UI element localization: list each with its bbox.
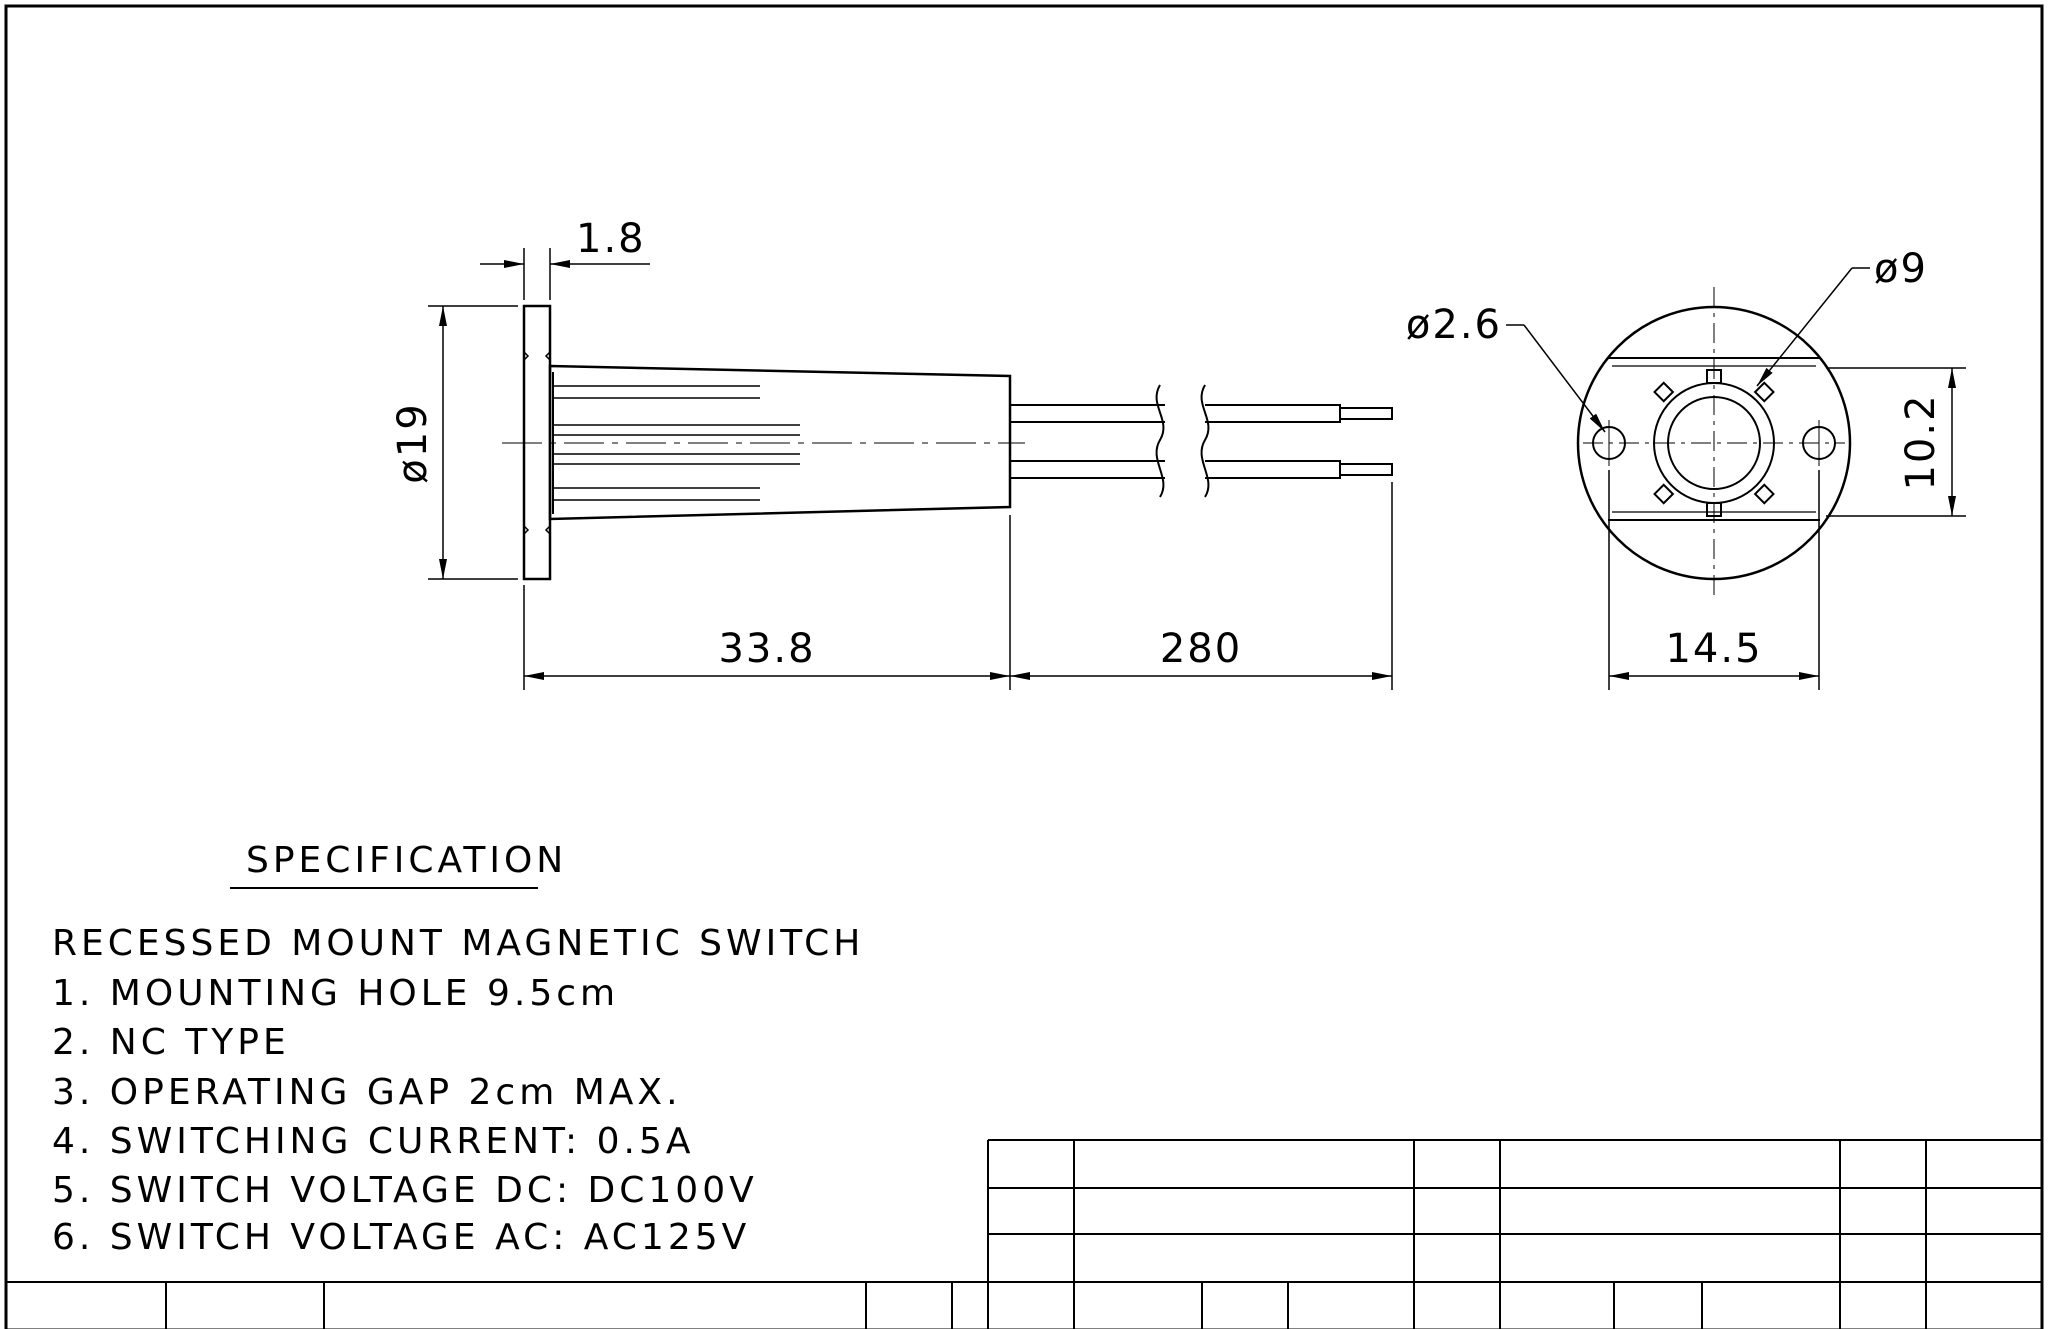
spec-item: 3. OPERATING GAP 2cm MAX. (52, 1072, 682, 1113)
break-line-right (1200, 384, 1210, 498)
end-view (1576, 287, 1852, 598)
switch-body (548, 364, 1012, 521)
sheet-border (4, 4, 2044, 1329)
spec-item: 6. SWITCH VOLTAGE AC: AC125V (52, 1217, 750, 1258)
lead-wire-upper (1010, 404, 1341, 423)
spec-heading: SPECIFICATION (246, 840, 567, 881)
break-line-left (1155, 384, 1165, 498)
dim-hole-spacing: 14.5 (1665, 626, 1762, 672)
dim-flange-thickness: 1.8 (576, 216, 646, 262)
side-view (502, 304, 1393, 581)
dim-lead-length: 280 (1160, 626, 1242, 672)
dim-center-diameter: ø9 (1874, 246, 1928, 292)
spec-item: 4. SWITCHING CURRENT: 0.5A (52, 1121, 695, 1162)
dim-hole-diameter: ø2.6 (1406, 302, 1502, 348)
spec-title: RECESSED MOUNT MAGNETIC SWITCH (52, 923, 864, 964)
spec-item: 1. MOUNTING HOLE 9.5cm (52, 973, 619, 1014)
lead-wire-lower (1010, 460, 1341, 479)
end-view-dimensions (1506, 267, 1966, 690)
title-block (6, 1139, 2042, 1329)
dim-flat-height: 10.2 (1898, 393, 1944, 490)
spec-item: 2. NC TYPE (52, 1022, 290, 1063)
dim-body-length: 33.8 (718, 626, 815, 672)
dim-flange-diameter: ø19 (390, 402, 436, 483)
spec-item: 5. SWITCH VOLTAGE DC: DC100V (52, 1170, 758, 1211)
side-view-dimensions (428, 248, 1393, 690)
